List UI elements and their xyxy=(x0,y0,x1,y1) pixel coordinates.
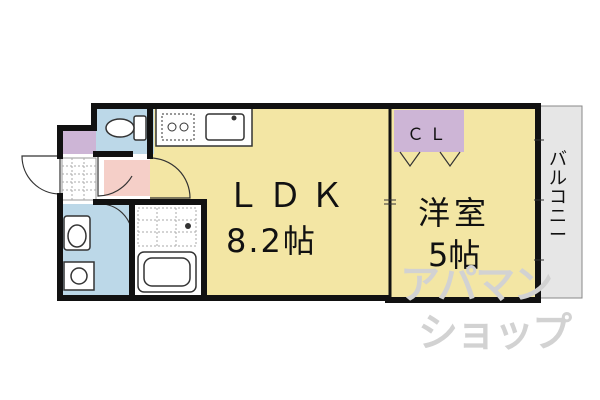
closet-label: ＣＬ xyxy=(407,125,451,145)
closet-doors xyxy=(399,151,461,168)
balcony-label: バルコニー xyxy=(549,149,567,246)
entrance-door xyxy=(21,155,61,195)
closet-area xyxy=(394,110,464,152)
toilet-door xyxy=(97,156,133,197)
sink-icon xyxy=(205,113,245,141)
kitchen-counter xyxy=(155,107,253,147)
sliding-door-marks xyxy=(384,199,396,205)
bedroom-name-label: 洋室 xyxy=(418,194,491,232)
bathroom-tile-grid xyxy=(137,207,197,247)
ldk-name-label: ＬＤＫ xyxy=(226,176,352,216)
washing-machine-pan xyxy=(63,261,95,291)
shower-icon xyxy=(185,223,191,229)
stove-icon xyxy=(161,113,195,141)
balcony-area xyxy=(539,105,583,299)
watermark-line-1: アパマン xyxy=(400,262,553,308)
watermark-line-2: ショップ xyxy=(418,310,572,356)
washbasin-fixture xyxy=(63,215,91,251)
hall-door xyxy=(149,157,191,199)
toilet-fixture xyxy=(105,115,147,141)
entrance-tile-grid xyxy=(61,157,97,201)
ldk-size-label: 8.2帖 xyxy=(226,222,317,260)
window-marks xyxy=(534,139,544,261)
bathtub-fixture xyxy=(137,251,197,293)
corner-storage xyxy=(60,130,96,154)
entrance-floor xyxy=(104,160,150,196)
walls xyxy=(57,103,541,303)
bedroom-size-label: 5帖 xyxy=(428,236,481,274)
